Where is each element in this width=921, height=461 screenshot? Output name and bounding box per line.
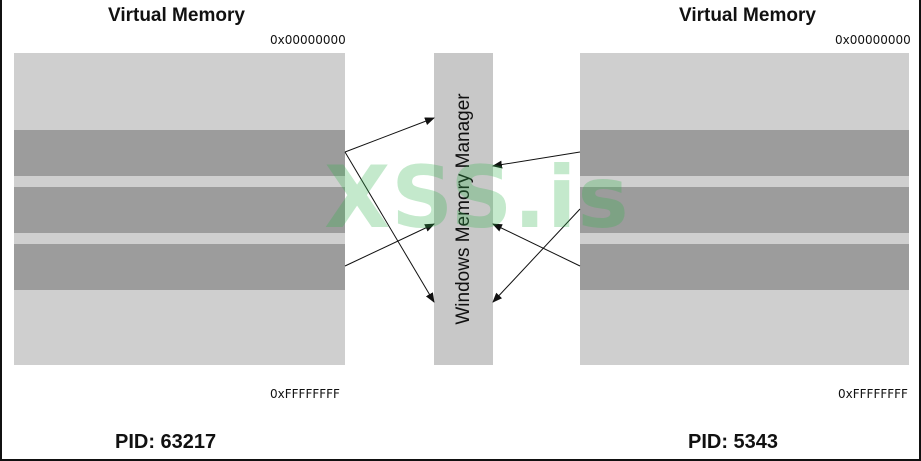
arrow-left-region1-to-manager-top — [344, 117, 435, 153]
left-memory-region-2 — [14, 187, 345, 233]
left-pid-label: PID: 63217 — [115, 431, 217, 453]
left-address-start: 0x00000000 — [270, 33, 346, 47]
arrow-left-region3-to-manager — [344, 223, 435, 267]
right-address-end: 0xFFFFFFFF — [838, 387, 908, 401]
left-memory-region-1 — [14, 130, 345, 176]
left-title: Virtual Memory — [108, 5, 245, 26]
left-address-end: 0xFFFFFFFF — [270, 387, 340, 401]
arrow-left-region1-to-manager-bottom — [344, 151, 435, 303]
arrow-right-region1-to-manager — [492, 151, 581, 169]
left-memory-region-3 — [14, 244, 345, 290]
right-pid-label: PID: 5343 — [688, 431, 779, 453]
left-virtual-memory-panel — [14, 53, 345, 365]
arrow-right-region2-to-manager — [492, 208, 581, 303]
right-title: Virtual Memory — [679, 5, 816, 26]
right-memory-region-1 — [580, 130, 909, 176]
right-memory-region-3 — [580, 244, 909, 290]
right-virtual-memory-panel — [580, 53, 909, 365]
memory-manager-box: Windows Memory Manager — [434, 53, 493, 365]
arrow-right-region3-to-manager — [492, 223, 581, 267]
right-address-start: 0x00000000 — [835, 33, 911, 47]
right-memory-region-2 — [580, 187, 909, 233]
watermark: XSS.is — [324, 148, 630, 248]
